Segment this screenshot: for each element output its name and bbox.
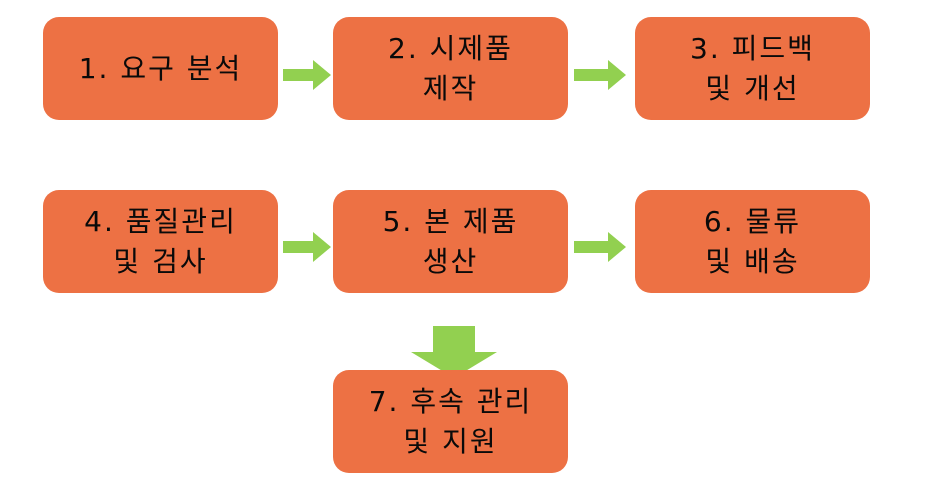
right-arrow-icon <box>283 232 331 262</box>
step-5-label-line-2: 생산 <box>422 244 479 278</box>
step-2-prototype: 2. 시제품 제작 <box>333 17 568 120</box>
step-7-label-line-2: 및 지원 <box>403 424 498 458</box>
step-4-quality-control: 4. 품질관리 및 검사 <box>43 190 278 293</box>
step-7-label-line-1: 7. 후속 관리 <box>368 384 533 418</box>
step-5-production: 5. 본 제품 생산 <box>333 190 568 293</box>
step-2-label-line-1: 2. 시제품 <box>388 31 513 65</box>
step-2-label-line-2: 제작 <box>422 71 479 105</box>
right-arrow-icon <box>283 60 331 90</box>
down-arrow-icon <box>411 326 497 378</box>
step-3-label-line-2: 및 개선 <box>705 71 800 105</box>
step-1-label: 1. 요구 분석 <box>78 51 243 85</box>
right-arrow-icon <box>574 60 626 90</box>
step-1-requirements-analysis: 1. 요구 분석 <box>43 17 278 120</box>
right-arrow-icon <box>574 232 626 262</box>
step-3-feedback: 3. 피드백 및 개선 <box>635 17 870 120</box>
step-6-logistics: 6. 물류 및 배송 <box>635 190 870 293</box>
step-5-label-line-1: 5. 본 제품 <box>382 204 519 238</box>
step-3-label-line-1: 3. 피드백 <box>690 31 815 65</box>
step-6-label-line-1: 6. 물류 <box>703 204 802 238</box>
step-4-label-line-1: 4. 품질관리 <box>84 204 237 238</box>
step-4-label-line-2: 및 검사 <box>113 244 208 278</box>
step-6-label-line-2: 및 배송 <box>705 244 800 278</box>
step-7-follow-up-support: 7. 후속 관리 및 지원 <box>333 370 568 473</box>
